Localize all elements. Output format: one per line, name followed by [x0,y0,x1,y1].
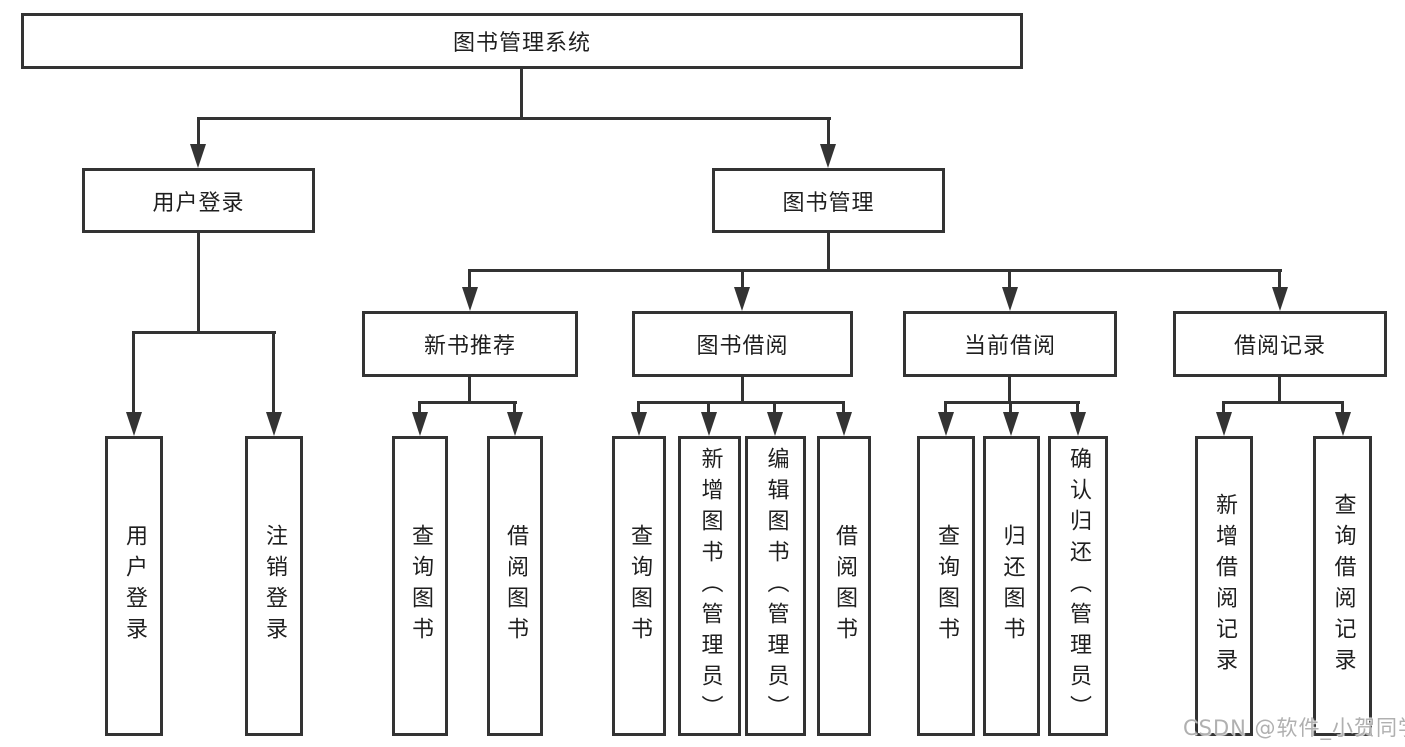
node-library-system: 图书管理系统 [21,13,1023,69]
connector-line [520,68,523,120]
arrow-down-icon [701,412,717,436]
leaf-add-borrow-record: 新增借阅记录 [1195,436,1253,736]
leaf-add-borrow-record-label: 新增借阅记录 [1212,493,1237,679]
node-book-management-label: 图书管理 [782,190,875,216]
connector-line [707,401,710,414]
connector-line [468,377,471,404]
connector-line [418,401,421,414]
node-new-book-recommend: 新书推荐 [362,311,578,377]
leaf-query-books-recommend-label: 查询图书 [408,524,433,648]
connector-line [637,401,640,414]
connector-line [741,377,744,404]
connector-line [1008,269,1011,290]
connector-line [827,117,830,147]
leaf-user-login: 用户登录 [105,436,163,736]
node-book-management: 图书管理 [712,168,945,233]
connector-line [827,233,830,272]
connector-line [1278,269,1281,290]
leaf-edit-book-admin: 编辑图书（管理员） [745,436,806,736]
connector-line [944,401,947,414]
arrow-down-icon [820,144,836,168]
node-borrowing-records: 借阅记录 [1173,311,1387,377]
csdn-watermark: CSDN @软件_小贺同学 [1183,716,1405,740]
leaf-edit-book-admin-label: 编辑图书（管理员） [763,446,789,726]
leaf-logout-label: 注销登录 [262,524,287,648]
leaf-borrow-books-recommend-label: 借阅图书 [503,524,528,648]
leaf-query-books-borrowing: 查询图书 [612,436,666,736]
arrow-down-icon [631,412,647,436]
connector-line [842,401,845,414]
leaf-query-books-current: 查询图书 [917,436,975,736]
leaf-borrow-books-borrowing: 借阅图书 [817,436,871,736]
arrow-down-icon [767,412,783,436]
node-library-system-label: 图书管理系统 [452,31,591,56]
leaf-query-books-borrowing-label: 查询图书 [627,524,652,648]
arrow-down-icon [412,412,428,436]
connector-line [1222,401,1344,404]
connector-line [637,401,845,404]
arrow-down-icon [1216,412,1232,436]
node-current-borrowing: 当前借阅 [903,311,1117,377]
connector-line [468,269,1282,272]
node-book-borrowing-label: 图书借阅 [696,334,789,359]
connector-line [132,331,276,334]
leaf-add-book-admin: 新增图书（管理员） [678,436,741,736]
connector-line [1278,377,1281,404]
arrow-down-icon [1070,412,1086,436]
connector-line [197,117,200,147]
leaf-confirm-return-admin: 确认归还（管理员） [1048,436,1108,736]
connector-line [513,401,516,414]
connector-line [418,401,517,404]
connector-line [1076,401,1079,414]
connector-line [773,401,776,414]
node-borrowing-records-label: 借阅记录 [1233,334,1326,359]
arrow-down-icon [190,144,206,168]
leaf-query-books-current-label: 查询图书 [934,524,959,648]
leaf-confirm-return-admin-label: 确认归还（管理员） [1066,446,1091,726]
node-current-borrowing-label: 当前借阅 [963,334,1056,359]
leaf-query-borrow-record: 查询借阅记录 [1313,436,1372,736]
arrow-down-icon [938,412,954,436]
connector-line [1222,401,1225,414]
leaf-return-book-label: 归还图书 [999,524,1025,648]
connector-line [1341,401,1344,414]
arrow-down-icon [266,412,282,436]
leaf-borrow-books-recommend: 借阅图书 [487,436,543,736]
node-book-borrowing: 图书借阅 [632,311,853,377]
arrow-down-icon [836,412,852,436]
leaf-logout: 注销登录 [245,436,303,736]
connector-line [1009,401,1012,414]
leaf-return-book: 归还图书 [983,436,1040,736]
leaf-query-borrow-record-label: 查询借阅记录 [1330,493,1356,679]
connector-line [132,331,135,413]
leaf-add-book-admin-label: 新增图书（管理员） [697,446,723,726]
node-user-login-label: 用户登录 [152,190,245,216]
connector-line [741,269,744,290]
connector-line [944,401,1080,404]
connector-line [468,269,471,290]
leaf-user-login-label: 用户登录 [122,524,147,648]
connector-line [197,233,200,333]
leaf-borrow-books-borrowing-label: 借阅图书 [832,524,857,648]
arrow-down-icon [507,412,523,436]
connector-line [1008,377,1011,404]
arrow-down-icon [734,287,750,311]
connector-line [197,117,831,120]
arrow-down-icon [462,287,478,311]
node-new-book-recommend-label: 新书推荐 [423,334,516,359]
node-user-login: 用户登录 [82,168,315,233]
arrow-down-icon [1002,287,1018,311]
arrow-down-icon [1272,287,1288,311]
arrow-down-icon [126,412,142,436]
connector-line [272,331,275,413]
arrow-down-icon [1335,412,1351,436]
arrow-down-icon [1003,412,1019,436]
leaf-query-books-recommend: 查询图书 [392,436,448,736]
